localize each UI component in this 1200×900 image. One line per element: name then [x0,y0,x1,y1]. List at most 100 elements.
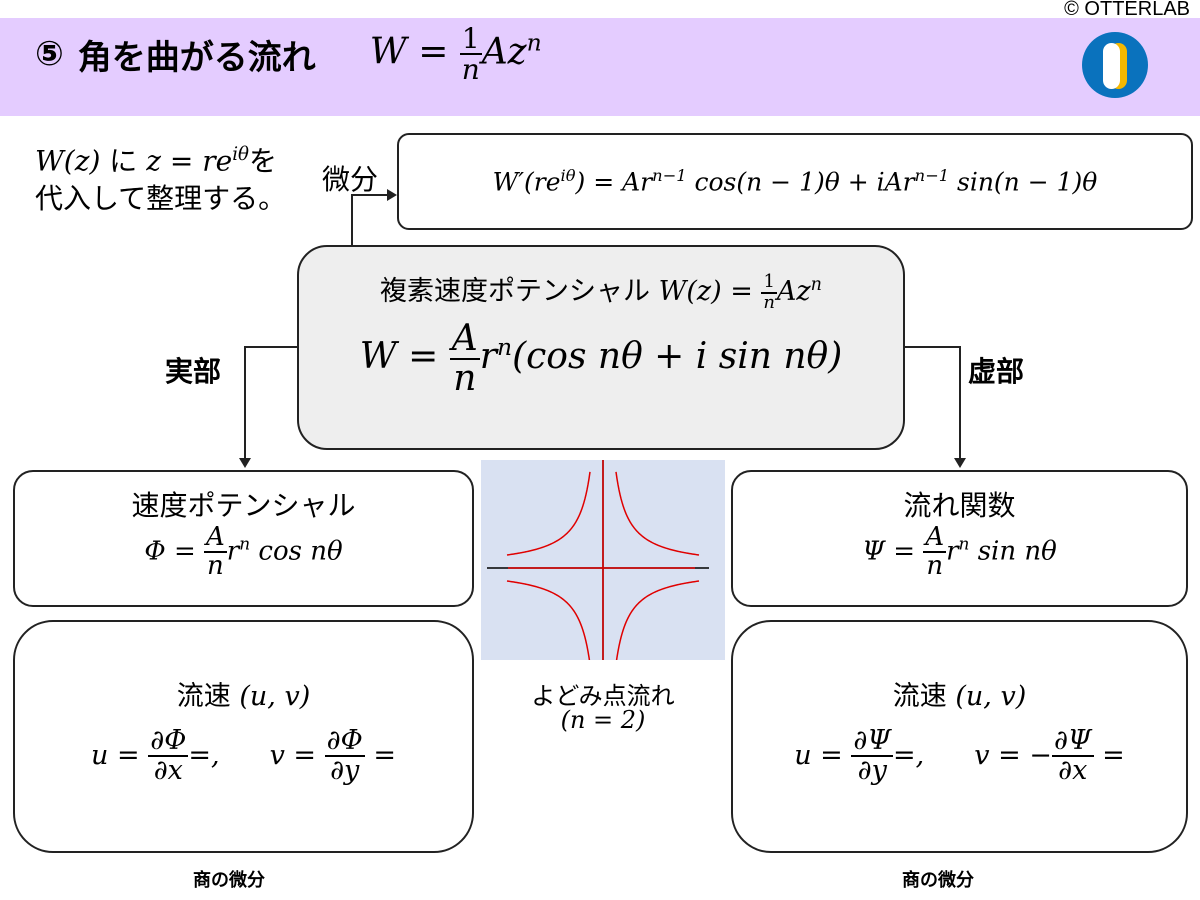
quotient-rule-label-left: 商の微分 [193,870,265,891]
imag-part-label: 虚部 [968,355,1025,388]
f: v = − [974,739,1052,771]
frac-num: A [449,318,480,361]
intro-math: W(z) [35,144,101,178]
t: 流速 [176,681,231,712]
f: cos nθ [250,536,343,567]
f: n [239,533,251,554]
f: n [497,333,513,362]
hyperbola-streamline [506,471,591,556]
quotient-rule-label-right: 商の微分 [902,870,974,891]
box-title: 流速 (u, v) [733,674,1186,713]
connector [959,346,961,460]
t: (u, v) [955,681,1027,712]
hyperbola-streamline [615,471,700,556]
f: = [373,739,396,771]
frac-num: A [923,522,947,554]
velocity-right-box: 流速 (u, v) u = ∂Ψ∂y=,v = −∂Ψ∂x = [731,620,1188,853]
f: W(z) = [658,276,753,307]
connector [351,194,389,196]
differentiate-label: 微分 [322,163,379,196]
velocity-left-box: 流速 (u, v) u = ∂Φ∂x=,v = ∂Φ∂y = [13,620,474,853]
f: Ψ = [862,536,916,567]
f: ) = Ar [575,167,653,197]
figure-caption: よどみ点流れ [531,682,675,710]
connector [244,346,297,348]
intro-math: z = re [146,144,233,178]
f: Az [776,276,811,307]
f: n−1 [914,166,950,186]
f: r [479,336,497,378]
f: n−1 [652,166,687,186]
f: = [1102,739,1125,771]
box-title: 流速 (u, v) [15,674,472,713]
f: Φ = [144,536,196,567]
frac-den: ∂x [153,755,183,787]
box-title: 流れ関数 [903,489,1016,522]
frac-den: n [461,53,480,87]
frac-den: n [453,358,477,400]
formula-exp: n [526,28,542,57]
f: =, [893,739,925,771]
velocity-left-formula: u = ∂Φ∂x=,v = ∂Φ∂y = [15,725,472,787]
f: (cos nθ + i sin nθ) [512,336,843,378]
f: sin(n − 1)θ [949,167,1098,197]
intro-exp: iθ [232,144,249,165]
f: n [958,533,970,554]
frac-den: n [926,551,944,582]
derivative-formula: W′(reiθ) = Arn−1 cos(n − 1)θ + iArn−1 si… [493,166,1098,196]
derivative-box: W′(reiθ) = Arn−1 cos(n − 1)θ + iArn−1 si… [397,133,1193,230]
formula-part: Az [481,31,527,73]
real-part-label: 実部 [165,355,222,388]
frac-num: ∂Ψ [851,725,894,758]
frac-num: ∂Ψ [1051,725,1094,758]
frac-den: ∂x [1058,755,1088,787]
frac-num: ∂Φ [324,725,365,758]
arrow-down-icon [239,458,251,468]
f: sin nθ [969,536,1057,567]
f: iθ [560,166,576,186]
intro-text: W(z) に z = reiθを 代入して整理する。 [35,136,286,218]
title-number: ⑤ [35,34,64,75]
f: v = [269,739,317,771]
box-title: 速度ポテンシャル [131,489,356,522]
frac-num: 1 [761,270,777,294]
f: r [226,536,240,567]
frac-num: 1 [459,22,482,56]
frac-den: ∂y [330,755,360,787]
intro-line2: 代入して整理する。 [35,182,287,216]
f: W′(re [492,167,561,197]
frac-den: ∂y [857,755,887,787]
title-banner [0,18,1200,116]
arrow-down-icon [954,458,966,468]
frac-den: n [763,291,775,313]
connector [244,346,246,460]
connector [351,195,353,245]
frac-num: A [204,522,227,554]
hyperbola-streamline [615,580,700,660]
intro-text-part: を [248,144,277,178]
connector [905,346,961,348]
arrow-right-icon [387,189,397,201]
hyperbola-streamline [506,580,591,660]
f: =, [188,739,220,771]
heading-text: 複素速度ポテンシャル [380,276,651,307]
stagnation-flow-figure [481,460,725,660]
f: u = [91,739,140,771]
frac-den: n [207,551,224,582]
f: r [946,536,959,567]
figure-caption-math: (n = 2) [560,706,646,734]
f: n [810,275,822,295]
f: u = [794,739,843,771]
f: cos(n − 1)θ + iAr [686,167,915,197]
t: 流速 [892,681,947,712]
f: W = [359,336,439,378]
frac-num: ∂Φ [148,725,189,758]
